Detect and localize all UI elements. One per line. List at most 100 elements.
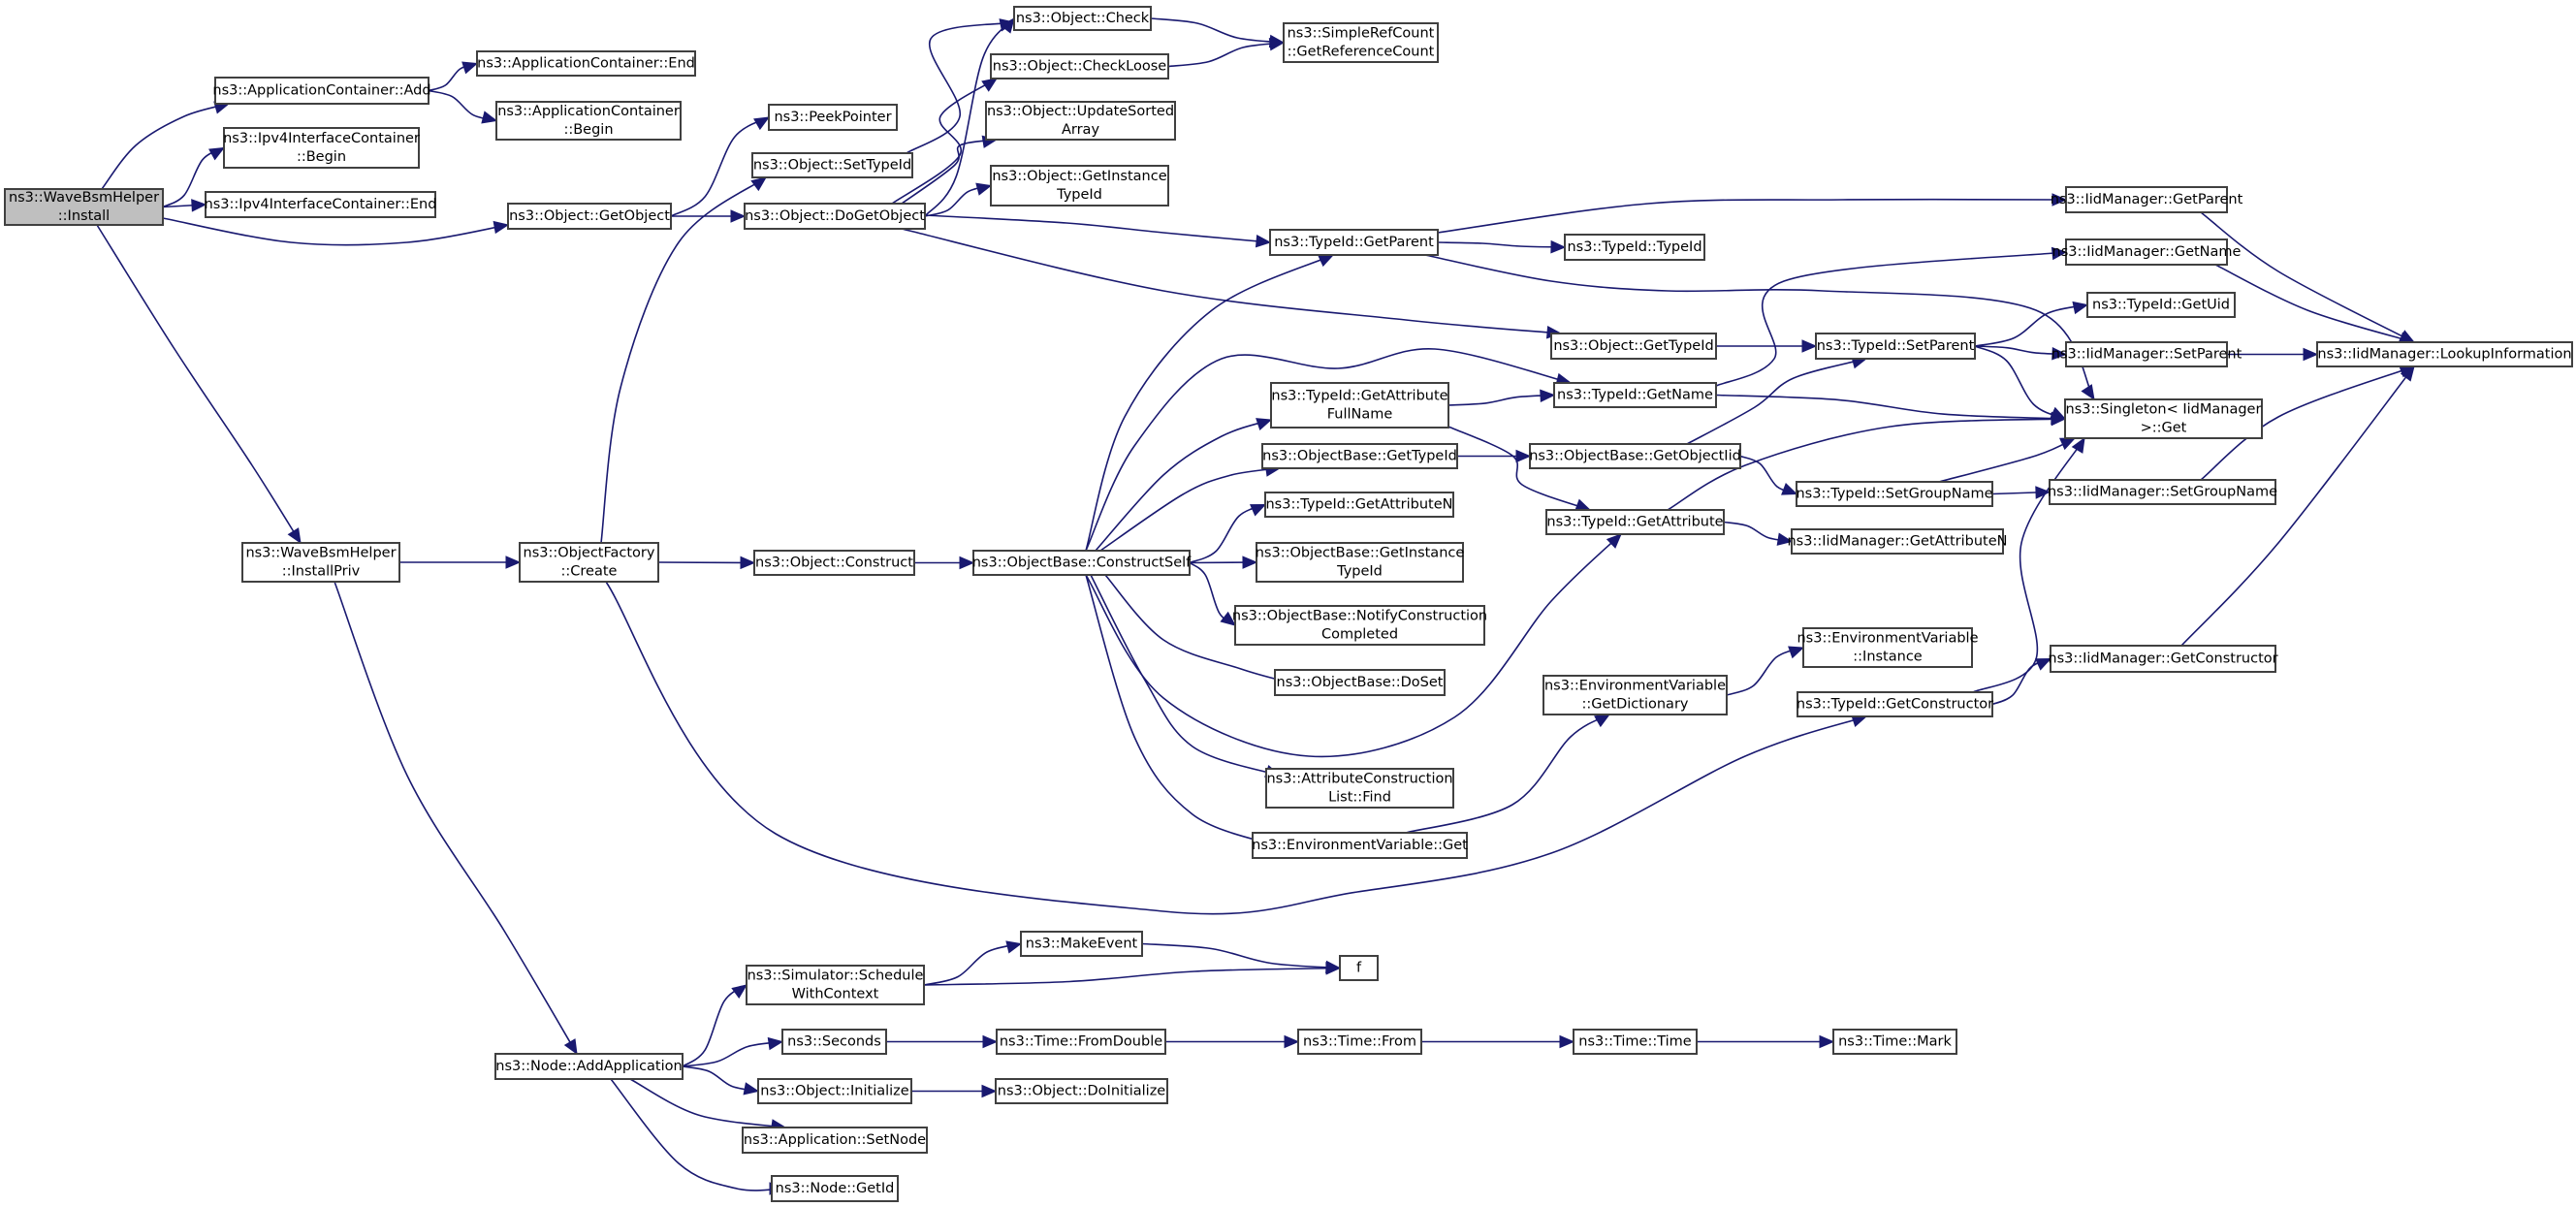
- graph-node-appBegin[interactable]: ns3::ApplicationContainer::Begin: [495, 101, 682, 141]
- node-box[interactable]: [205, 191, 436, 218]
- node-box[interactable]: [744, 203, 926, 230]
- node-box[interactable]: [990, 165, 1169, 206]
- node-box[interactable]: [1564, 234, 1705, 261]
- graph-node-lookup[interactable]: ns3::IidManager::LookupInformation: [2316, 341, 2573, 367]
- node-box[interactable]: [753, 550, 915, 576]
- node-box[interactable]: [768, 104, 898, 131]
- node-box[interactable]: [2316, 341, 2573, 367]
- graph-node-iidGetAttributeN[interactable]: ns3::IidManager::GetAttributeN: [1787, 528, 2008, 555]
- node-box[interactable]: [1791, 528, 2004, 555]
- graph-node-factoryCreate[interactable]: ns3::ObjectFactory::Create: [519, 542, 659, 583]
- graph-node-getObjectIid[interactable]: ns3::ObjectBase::GetObjectIid: [1529, 443, 1741, 469]
- graph-node-doGetObject[interactable]: ns3::Object::DoGetObject: [744, 203, 926, 230]
- graph-node-notifyCC[interactable]: ns3::ObjectBase::NotifyConstructionCompl…: [1232, 605, 1487, 646]
- node-box[interactable]: [1265, 768, 1454, 809]
- node-box[interactable]: [1234, 605, 1485, 646]
- node-box[interactable]: [1297, 1029, 1422, 1055]
- node-box[interactable]: [1802, 627, 1973, 668]
- graph-node-tidGetName[interactable]: ns3::TypeId::GetName: [1553, 382, 1717, 408]
- node-box[interactable]: [4, 188, 164, 226]
- node-box[interactable]: [507, 203, 672, 230]
- node-box[interactable]: [1274, 669, 1446, 696]
- graph-node-setTypeId[interactable]: ns3::Object::SetTypeId: [751, 152, 913, 178]
- node-box[interactable]: [1529, 443, 1741, 469]
- node-box[interactable]: [996, 1029, 1166, 1055]
- node-box[interactable]: [1269, 229, 1439, 256]
- node-box[interactable]: [1270, 382, 1449, 429]
- graph-node-constructSelf[interactable]: ns3::ObjectBase::ConstructSelf: [972, 550, 1192, 576]
- node-box[interactable]: [241, 542, 400, 583]
- graph-node-objGetTypeId[interactable]: ns3::Object::GetTypeId: [1550, 333, 1717, 360]
- graph-node-ipv4Begin[interactable]: ns3::Ipv4InterfaceContainer::Begin: [223, 127, 420, 169]
- node-box[interactable]: [771, 1175, 899, 1202]
- graph-node-getObject[interactable]: ns3::Object::GetObject: [507, 203, 672, 230]
- graph-node-tidGetConstructor[interactable]: ns3::TypeId::GetConstructor: [1797, 691, 1993, 717]
- node-box[interactable]: [972, 550, 1191, 576]
- node-box[interactable]: [1283, 22, 1439, 63]
- graph-node-checkLoose[interactable]: ns3::Object::CheckLoose: [990, 53, 1169, 79]
- graph-node-tidTypeId[interactable]: ns3::TypeId::TypeId: [1564, 234, 1705, 261]
- node-box[interactable]: [494, 1053, 684, 1080]
- graph-node-iidGetConstructor[interactable]: ns3::IidManager::GetConstructor: [2048, 645, 2278, 673]
- node-box[interactable]: [1545, 509, 1725, 535]
- graph-node-tidGetParent[interactable]: ns3::TypeId::GetParent: [1269, 229, 1439, 256]
- graph-node-refCount[interactable]: ns3::SimpleRefCount::GetReferenceCount: [1283, 22, 1439, 63]
- graph-node-tidSetParent[interactable]: ns3::TypeId::SetParent: [1815, 333, 1976, 360]
- node-box[interactable]: [1573, 1029, 1698, 1055]
- graph-node-iidGetName[interactable]: ns3::IidManager::GetName: [2052, 238, 2242, 266]
- graph-node-envInstance[interactable]: ns3::EnvironmentVariable::Instance: [1797, 627, 1979, 668]
- graph-node-tidGetAttribute[interactable]: ns3::TypeId::GetAttribute: [1545, 509, 1725, 535]
- node-box[interactable]: [985, 101, 1176, 141]
- node-box[interactable]: [495, 101, 682, 141]
- node-box[interactable]: [2049, 479, 2276, 505]
- graph-node-setNode[interactable]: ns3::Application::SetNode: [742, 1127, 928, 1154]
- graph-node-appEnd[interactable]: ns3::ApplicationContainer::End: [476, 50, 696, 77]
- node-box[interactable]: [1815, 333, 1976, 360]
- graph-node-ipv4End[interactable]: ns3::Ipv4InterfaceContainer::End: [205, 191, 437, 218]
- node-box[interactable]: [2065, 238, 2228, 266]
- node-box[interactable]: [1553, 382, 1717, 408]
- graph-node-singleton[interactable]: ns3::Singleton< IidManager>::Get: [2064, 398, 2263, 439]
- graph-node-getId[interactable]: ns3::Node::GetId: [771, 1175, 899, 1202]
- graph-node-obGetTypeId[interactable]: ns3::ObjectBase::GetTypeId: [1261, 443, 1458, 469]
- node-box[interactable]: [476, 50, 696, 77]
- node-box[interactable]: [1550, 333, 1717, 360]
- node-box[interactable]: [1261, 443, 1458, 469]
- graph-node-tidGetAttributeN[interactable]: ns3::TypeId::GetAttributeN: [1264, 492, 1454, 518]
- node-box[interactable]: [1013, 6, 1152, 31]
- node-box[interactable]: [757, 1078, 912, 1104]
- graph-node-construct[interactable]: ns3::Object::Construct: [753, 550, 915, 576]
- graph-node-doSet[interactable]: ns3::ObjectBase::DoSet: [1274, 669, 1446, 696]
- graph-node-peekPointer[interactable]: ns3::PeekPointer: [768, 104, 898, 131]
- node-box[interactable]: [781, 1029, 887, 1055]
- graph-node-appAdd[interactable]: ns3::ApplicationContainer::Add: [212, 77, 431, 105]
- graph-node-timeMark[interactable]: ns3::Time::Mark: [1832, 1029, 1957, 1055]
- graph-node-makeEvent[interactable]: ns3::MakeEvent: [1020, 931, 1143, 957]
- node-box[interactable]: [2050, 645, 2276, 673]
- graph-node-installPriv[interactable]: ns3::WaveBsmHelper::InstallPriv: [241, 542, 400, 583]
- graph-node-iidSetParent[interactable]: ns3::IidManager::SetParent: [2051, 341, 2242, 367]
- node-box[interactable]: [742, 1127, 928, 1154]
- node-box[interactable]: [1832, 1029, 1957, 1055]
- node-box[interactable]: [1339, 955, 1379, 981]
- node-box[interactable]: [1256, 542, 1464, 583]
- graph-node-seconds[interactable]: ns3::Seconds: [781, 1029, 887, 1055]
- node-box[interactable]: [1264, 492, 1454, 518]
- node-box[interactable]: [214, 77, 429, 105]
- node-box[interactable]: [2065, 341, 2228, 367]
- node-box[interactable]: [1542, 675, 1728, 715]
- graph-node-timeFrom[interactable]: ns3::Time::From: [1297, 1029, 1422, 1055]
- node-box[interactable]: [519, 542, 659, 583]
- graph-node-check[interactable]: ns3::Object::Check: [1013, 6, 1152, 31]
- graph-node-iidGetParent[interactable]: ns3::IidManager::GetParent: [2051, 186, 2243, 213]
- graph-node-install[interactable]: ns3::WaveBsmHelper::Install: [4, 188, 164, 226]
- node-box[interactable]: [995, 1078, 1168, 1104]
- node-box[interactable]: [2064, 398, 2263, 439]
- node-box[interactable]: [990, 53, 1169, 79]
- graph-node-envGetDict[interactable]: ns3::EnvironmentVariable::GetDictionary: [1542, 675, 1728, 715]
